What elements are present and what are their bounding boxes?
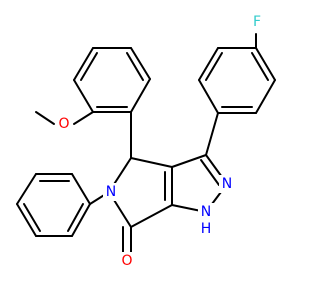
bond xyxy=(16,203,37,237)
bond xyxy=(80,52,98,81)
bond xyxy=(16,173,37,205)
bond xyxy=(171,154,207,168)
bond xyxy=(73,111,94,125)
bond xyxy=(130,78,151,113)
bond xyxy=(205,112,219,156)
bond xyxy=(200,159,220,186)
bond xyxy=(255,79,276,114)
fluorine-label: F xyxy=(253,14,261,30)
bond xyxy=(71,173,91,205)
bonds xyxy=(16,33,276,253)
structure-canvas: F O N N N H O xyxy=(16,13,276,270)
bond xyxy=(130,157,173,168)
bond xyxy=(251,52,269,81)
bond xyxy=(67,203,84,232)
ring-nitrogen-label: N xyxy=(106,184,116,200)
bond xyxy=(130,204,173,228)
pyrazole-n1-label: N xyxy=(201,204,211,220)
atom-labels: F O N N N H O xyxy=(56,13,265,270)
bond xyxy=(205,52,223,81)
bond xyxy=(255,47,276,81)
bond xyxy=(71,203,91,237)
molecule-drawing: F O N N N H O xyxy=(16,13,276,270)
pyrazole-nh-label: H xyxy=(201,221,212,237)
carbonyl-oxygen-label: O xyxy=(121,253,132,269)
bond xyxy=(198,47,219,81)
bond xyxy=(23,203,41,232)
bond xyxy=(198,79,219,114)
bond xyxy=(130,47,151,80)
bond xyxy=(73,47,94,81)
bond xyxy=(126,52,144,81)
pyrazole-n2-label: N xyxy=(222,176,232,192)
bond xyxy=(73,79,94,113)
methoxy-oxygen-label: O xyxy=(58,116,69,132)
bond xyxy=(35,111,55,125)
